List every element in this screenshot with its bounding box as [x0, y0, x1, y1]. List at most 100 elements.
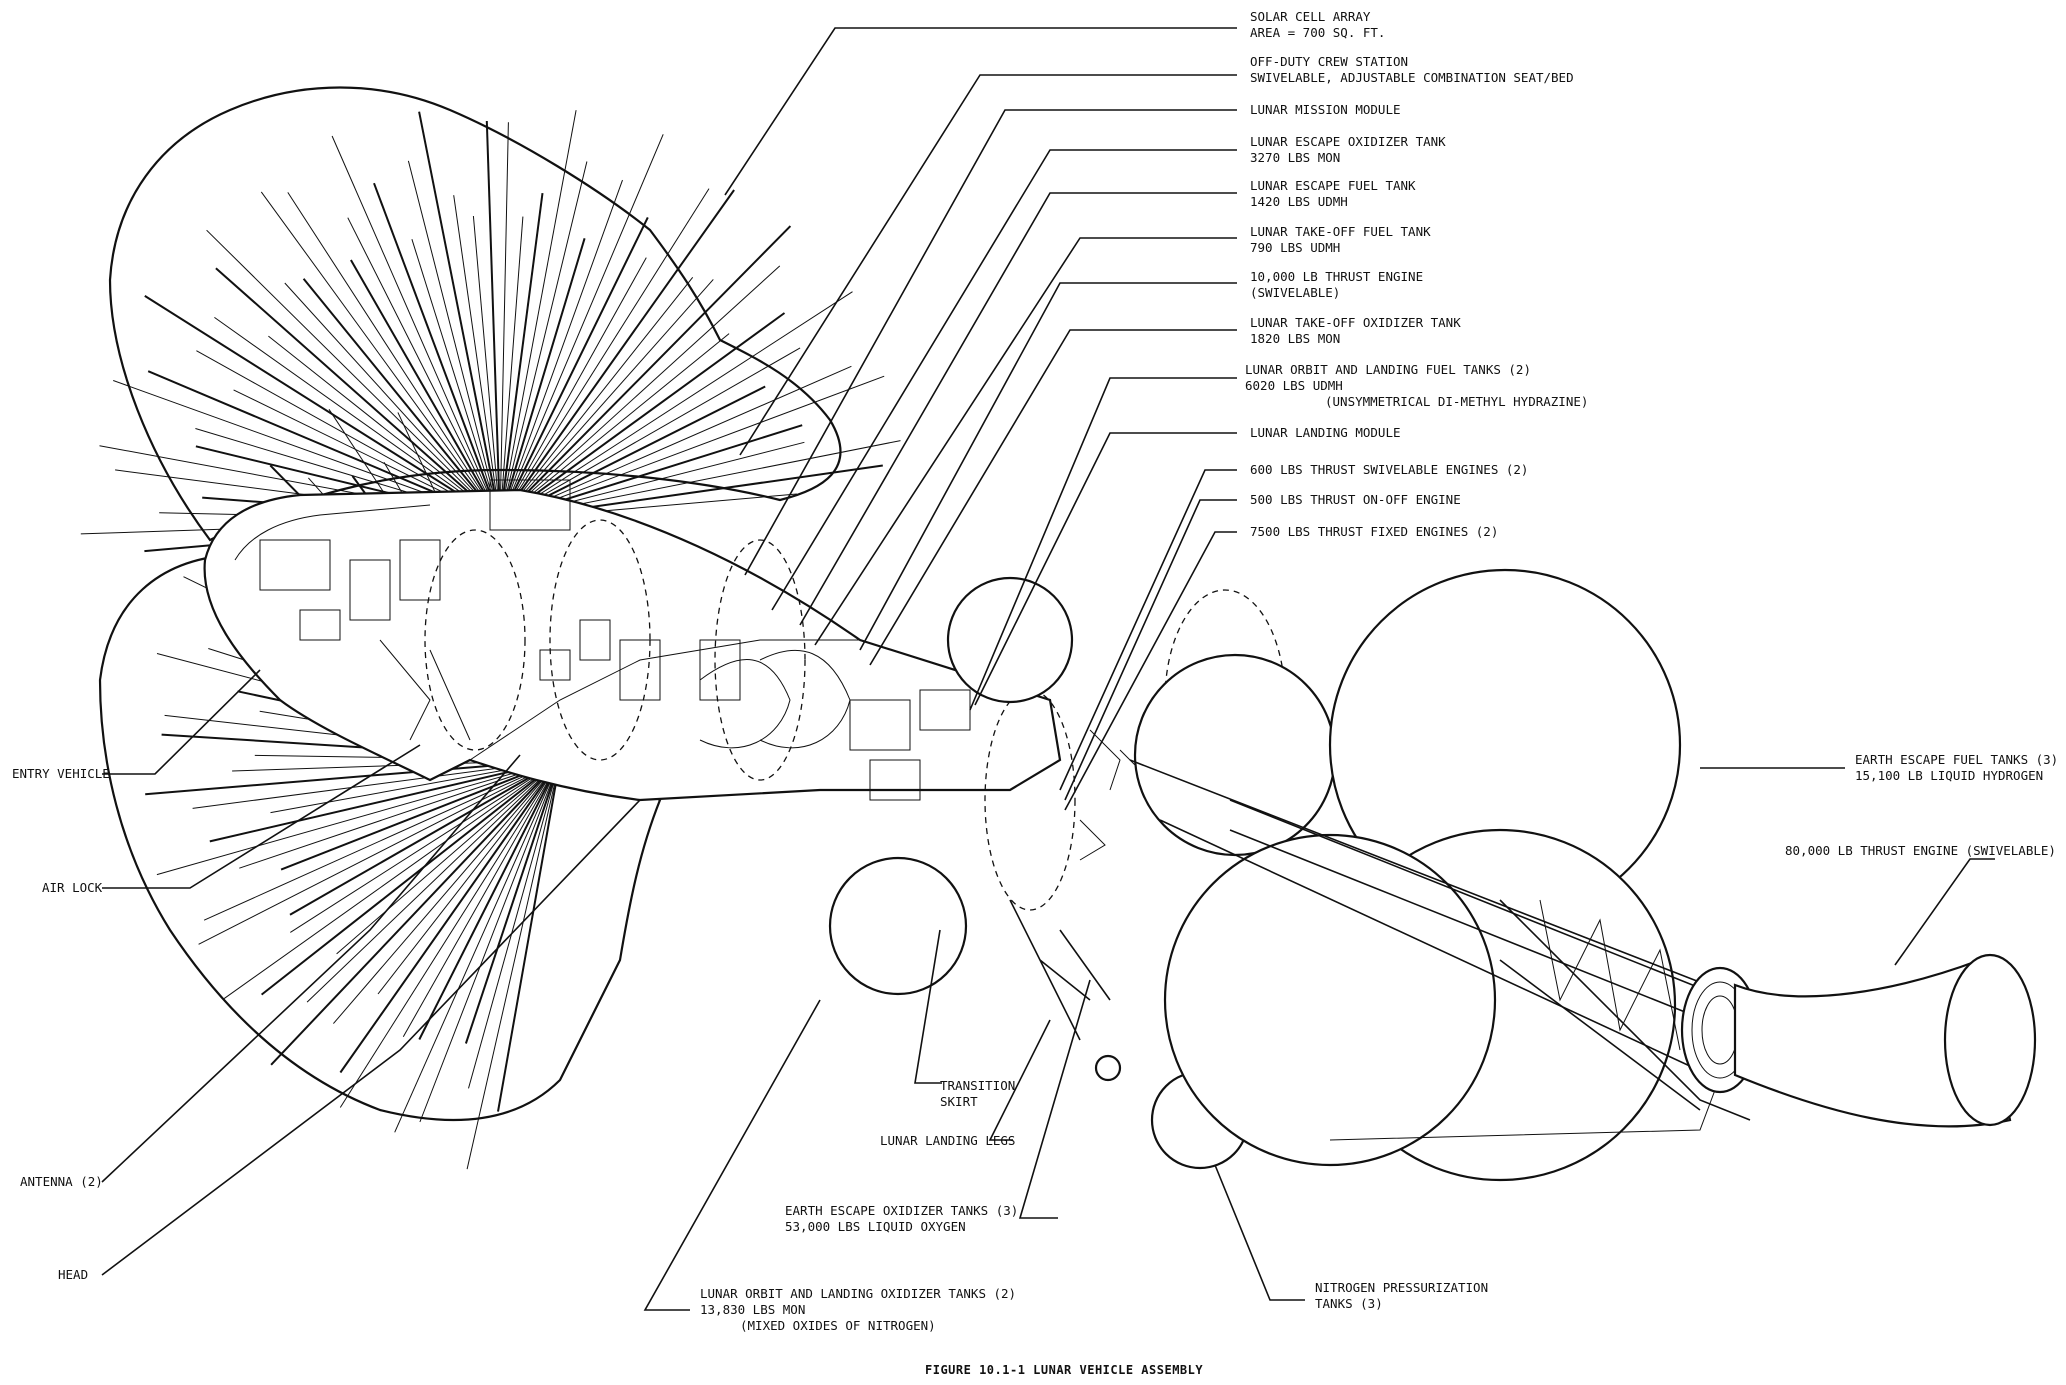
- solar-array-upper: [80, 86, 901, 553]
- solar-upper-panel-ray: [499, 333, 730, 521]
- label-lunar-orbit-oxidizer-line-2: 13,830 LBS MON: [700, 1302, 805, 1317]
- solar-upper-panel-ray: [418, 111, 501, 521]
- label-thrust-engine-80000-line-1: 80,000 LB THRUST ENGINE (SWIVELABLE): [1785, 843, 2056, 858]
- solar-upper-panel-ray: [206, 229, 501, 521]
- solar-upper-panel-ray: [499, 265, 781, 521]
- solar-upper-panel-ray: [499, 375, 885, 521]
- solar-upper-panel-ray: [260, 191, 501, 521]
- solar-upper-panel-ray: [499, 347, 801, 521]
- solar-lower-panel-ray: [156, 759, 561, 876]
- label-air-lock-line-1: AIR LOCK: [42, 880, 103, 895]
- label-lunar-orbit-fuel-line-2: 6020 LBS UDMH: [1245, 378, 1343, 393]
- earth-escape-fuel-tank-a: [1133, 653, 1337, 857]
- label-nitrogen-line-1: NITROGEN PRESSURIZATION: [1315, 1280, 1488, 1295]
- label-lunar-escape-fuel-line-2: 1420 LBS UDMH: [1250, 194, 1348, 209]
- lunar-fuel-tank-upper: [946, 576, 1074, 704]
- label-lunar-takeoff-oxidizer-line-2: 1820 LBS MON: [1250, 331, 1340, 346]
- label-entry-vehicle: ENTRY VEHICLE: [12, 766, 110, 781]
- label-fixed-engines-7500: 7500 LBS THRUST FIXED ENGINES (2): [1250, 524, 1498, 539]
- solar-upper-panel-ray: [499, 134, 664, 521]
- solar-upper-panel-ray: [499, 257, 647, 521]
- label-swivelable-engines-600: 600 LBS THRUST SWIVELABLE ENGINES (2): [1250, 462, 1528, 477]
- label-head: HEAD: [58, 1267, 88, 1282]
- label-earth-escape-fuel-line-2: 15,100 LB LIQUID HYDROGEN: [1855, 768, 2043, 783]
- label-lunar-takeoff-oxidizer-line-1: LUNAR TAKE-OFF OXIDIZER TANK: [1250, 315, 1461, 330]
- landing-legs: [1009, 899, 1122, 1082]
- solar-lower-panel-ray: [280, 759, 561, 871]
- label-lunar-escape-fuel-line-1: LUNAR ESCAPE FUEL TANK: [1250, 178, 1416, 193]
- solar-upper-panel-ray: [268, 335, 501, 521]
- solar-upper-panel-ray: [287, 192, 501, 521]
- mission-module-body: [203, 488, 1062, 802]
- solar-lower-panel-ray: [418, 759, 561, 1040]
- label-off-duty-line-2: SWIVELABLE, ADJUSTABLE COMBINATION SEAT/…: [1250, 70, 1574, 85]
- solar-upper-panel-ray: [144, 295, 501, 521]
- solar-upper-panel-ray: [499, 291, 853, 521]
- label-thrust-engine-10000-line-1: 10,000 LB THRUST ENGINE: [1250, 269, 1423, 284]
- solar-upper-panel-ray: [411, 239, 501, 521]
- label-fixed-engines-7500-line-1: 7500 LBS THRUST FIXED ENGINES (2): [1250, 524, 1498, 539]
- solar-upper-panel-ray: [499, 238, 586, 521]
- solar-upper-panel-ray: [331, 135, 501, 521]
- solar-lower-panel-ray: [339, 759, 561, 1108]
- label-lunar-mission-module-line-1: LUNAR MISSION MODULE: [1250, 102, 1401, 117]
- solar-lower-panel-ray: [270, 759, 561, 1066]
- label-transition-skirt-line-2: SKIRT: [940, 1094, 978, 1109]
- solar-lower-panel-ray: [497, 759, 561, 1112]
- label-air-lock: AIR LOCK: [42, 880, 103, 895]
- solar-lower-panel-ray: [377, 759, 561, 995]
- label-earth-escape-oxidizer-tanks: EARTH ESCAPE OXIDIZER TANKS (3)53,000 LB…: [785, 1203, 1018, 1234]
- leader-lines: [101, 27, 1995, 1311]
- solar-lower-panel-ray: [290, 759, 561, 933]
- label-off-duty-line-1: OFF-DUTY CREW STATION: [1250, 54, 1408, 69]
- main-engine-80000: [1680, 953, 2037, 1128]
- label-solar-cell-array-line-2: AREA = 700 SQ. FT.: [1250, 25, 1385, 40]
- label-head-line-1: HEAD: [58, 1267, 88, 1282]
- solar-upper-panel-ray: [499, 225, 792, 521]
- solar-upper-panel-ray: [499, 216, 649, 521]
- solar-upper-panel-ray: [499, 365, 852, 521]
- solar-upper-panel-ray: [485, 120, 501, 521]
- solar-lower-panel-ray: [289, 759, 561, 916]
- solar-lower-panel-ray: [394, 759, 561, 1133]
- label-transition-skirt-line-1: TRANSITION: [940, 1078, 1015, 1093]
- solar-upper-panel-ray: [373, 182, 501, 521]
- label-lunar-orbit-fuel-line-1: LUNAR ORBIT AND LANDING FUEL TANKS (2): [1245, 362, 1531, 377]
- solar-lower-panel-ray: [203, 759, 561, 921]
- label-solar-cell-array-line-1: SOLAR CELL ARRAY: [1250, 9, 1371, 24]
- figure-caption: FIGURE 10.1-1 LUNAR VEHICLE ASSEMBLY: [925, 1363, 1203, 1377]
- solar-lower-panel-ray: [333, 759, 561, 1024]
- label-lunar-landing-module: LUNAR LANDING MODULE: [1250, 425, 1401, 440]
- solar-lower-panel-ray: [468, 759, 561, 1089]
- solar-upper-panel-ray: [499, 179, 623, 521]
- label-lunar-orbit-landing-oxidizer-tanks: LUNAR ORBIT AND LANDING OXIDIZER TANKS (…: [700, 1286, 1016, 1333]
- label-earth-escape-oxidizer-line-2: 53,000 LBS LIQUID OXYGEN: [785, 1219, 966, 1234]
- label-lunar-orbit-fuel-line-3: (UNSYMMETRICAL DI-METHYL HYDRAZINE): [1325, 394, 1588, 409]
- solar-upper-panel-ray: [499, 216, 524, 521]
- label-antenna: ANTENNA (2): [20, 1174, 103, 1189]
- label-lunar-escape-oxidizer-line-2: 3270 LBS MON: [1250, 150, 1340, 165]
- solar-upper-panel-ray: [215, 267, 501, 521]
- label-earth-escape-fuel-line-1: EARTH ESCAPE FUEL TANKS (3): [1855, 752, 2058, 767]
- label-nitrogen-line-2: TANKS (3): [1315, 1296, 1383, 1311]
- solar-lower-panel-ray: [198, 759, 561, 945]
- solar-lower-panel-ray: [209, 759, 561, 843]
- solar-upper-panel-ray: [407, 160, 501, 521]
- solar-upper-panel-ray: [499, 192, 544, 521]
- solar-upper-panel-ray: [499, 122, 509, 521]
- label-thrust-engine-10000-line-2: (SWIVELABLE): [1250, 285, 1340, 300]
- label-lunar-orbit-oxidizer-line-3: (MIXED OXIDES OF NITROGEN): [740, 1318, 936, 1333]
- label-thrust-engine-10000: 10,000 LB THRUST ENGINE(SWIVELABLE): [1250, 269, 1423, 300]
- solar-lower-panel-ray: [464, 759, 561, 1044]
- label-on-off-engine-500: 500 LBS THRUST ON-OFF ENGINE: [1250, 492, 1461, 507]
- label-lunar-orbit-oxidizer-line-1: LUNAR ORBIT AND LANDING OXIDIZER TANKS (…: [700, 1286, 1016, 1301]
- label-lunar-orbit-landing-fuel-tanks: LUNAR ORBIT AND LANDING FUEL TANKS (2)60…: [1245, 362, 1588, 409]
- label-antenna-line-1: ANTENNA (2): [20, 1174, 103, 1189]
- lunar-oxidizer-tank-lower: [828, 856, 968, 996]
